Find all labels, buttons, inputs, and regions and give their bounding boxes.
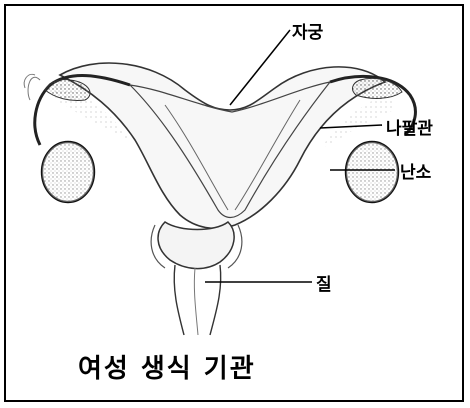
vaginal-canal bbox=[194, 268, 198, 335]
label-ovary: 난소 bbox=[400, 158, 431, 183]
label-fallopian-tube: 나팔관 bbox=[386, 114, 433, 139]
right-ovary-highlight bbox=[346, 142, 398, 202]
uterus-outline bbox=[60, 63, 385, 228]
label-vagina: 질 bbox=[316, 270, 332, 295]
left-fimbria-strands bbox=[24, 74, 40, 100]
figure-caption: 여성 생식 기관 bbox=[78, 348, 256, 385]
cervix bbox=[158, 222, 234, 269]
label-uterus: 자궁 bbox=[292, 18, 323, 43]
left-ovary-highlight bbox=[42, 142, 94, 202]
